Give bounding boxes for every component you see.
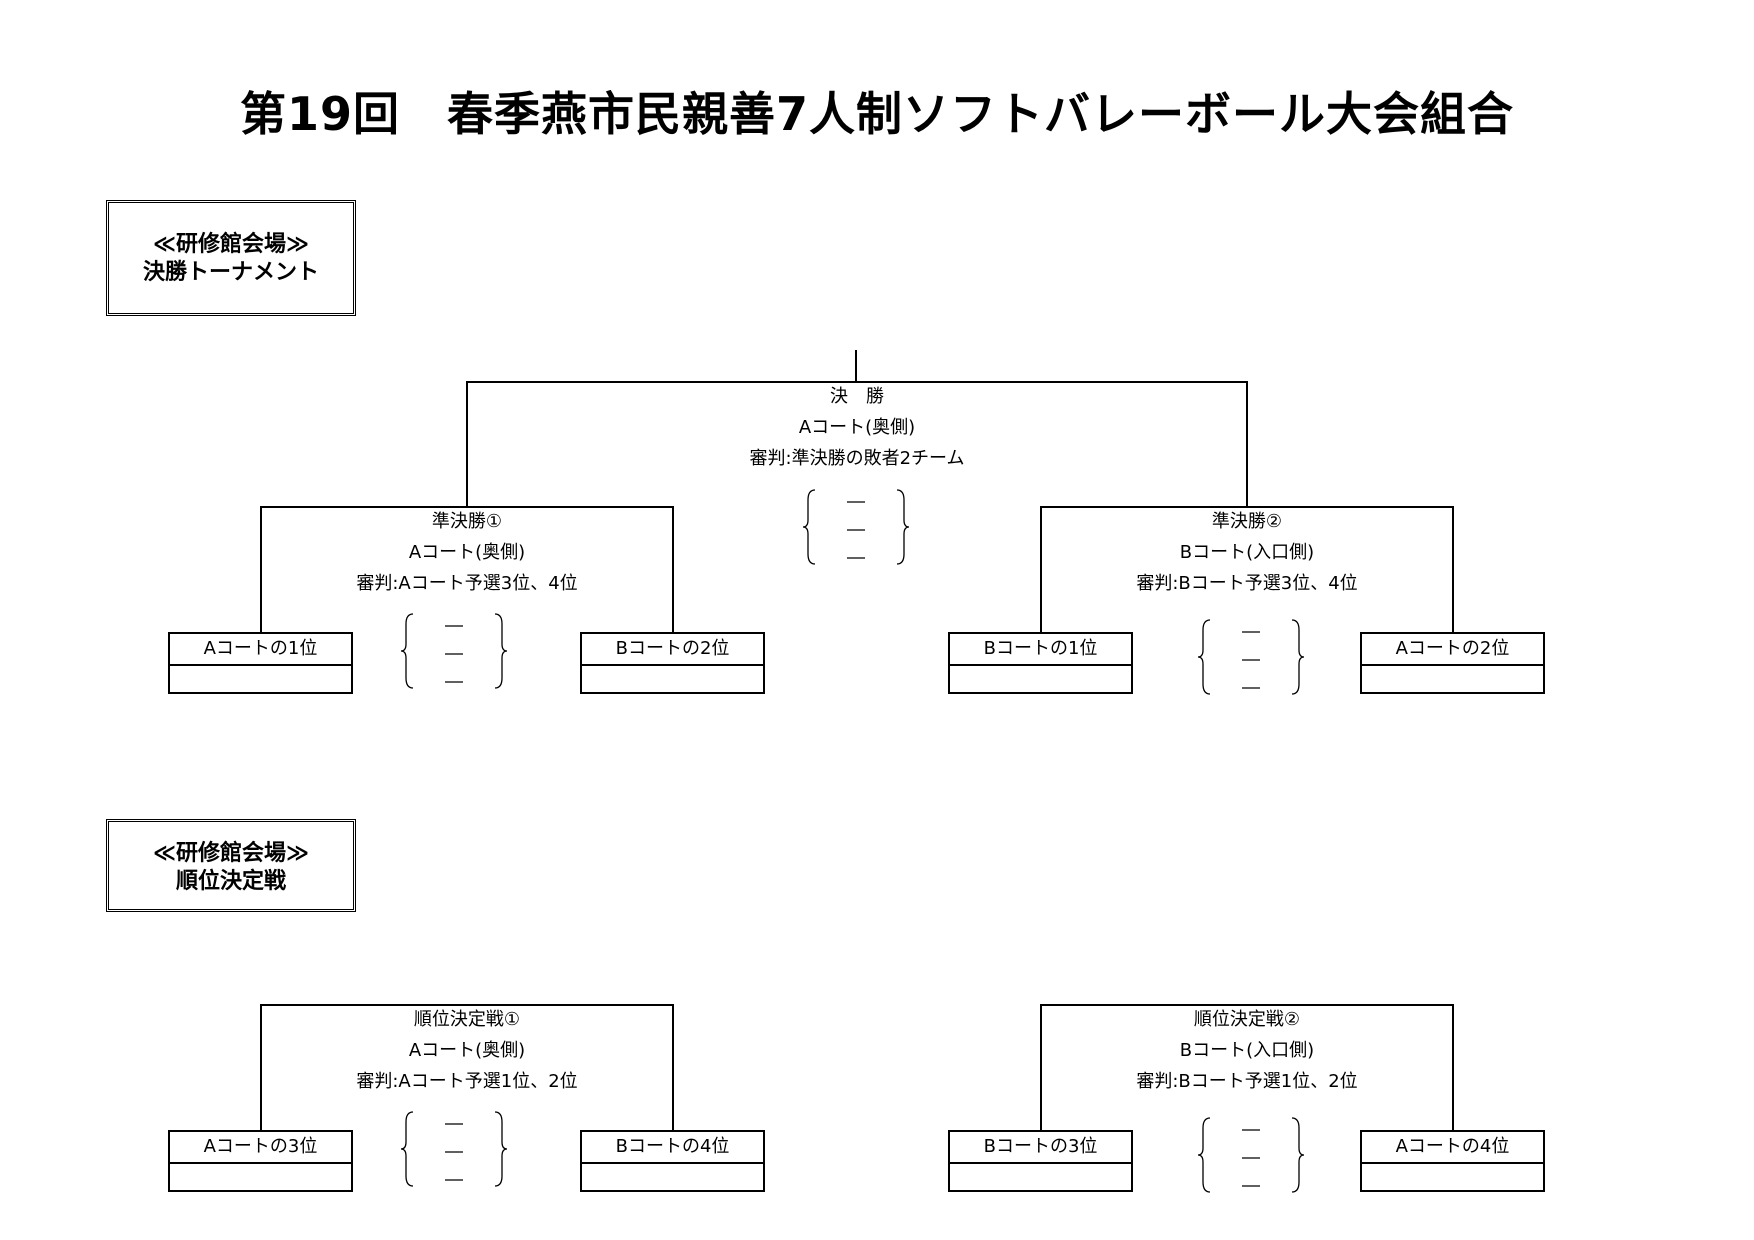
- score-brace-graphic: [1197, 1117, 1305, 1193]
- place1-match-info: 順位決定戦① Aコート(奥側) 審判:Aコート予選1位、2位: [267, 1004, 667, 1097]
- semi2-bracket-top: [1040, 506, 1454, 508]
- team-name-slot: [170, 1164, 351, 1192]
- score-brace-graphic: [1197, 619, 1305, 695]
- section-title-label: 順位決定戦: [175, 869, 286, 894]
- page-title: 第19回 春季燕市民親善7人制ソフトバレーボール大会組合: [239, 87, 1515, 141]
- final-stem-line: [855, 350, 857, 382]
- place2-match-info: 順位決定戦② Bコート(入口側) 審判:Bコート予選1位、2位: [1047, 1004, 1447, 1097]
- right-brace-icon: [494, 1111, 508, 1187]
- right-brace-icon: [896, 489, 910, 565]
- final-bracket-top: [466, 381, 1248, 383]
- team-name-slot: [582, 666, 763, 694]
- right-brace-icon: [1291, 619, 1305, 695]
- semi1-match-info: 準決勝① Aコート(奥側) 審判:Aコート予選3位、4位: [267, 506, 667, 599]
- match-court: Aコート(奥側): [408, 542, 526, 563]
- section-title-label: 決勝トーナメント: [142, 260, 319, 285]
- semi2-bracket-right: [1452, 506, 1454, 633]
- match-name: 順位決定戦②: [1193, 1009, 1301, 1030]
- semi1-score-area: [399, 612, 509, 690]
- match-referee: 審判:Aコート予選1位、2位: [356, 1071, 578, 1092]
- final-bracket-left: [466, 381, 468, 508]
- match-name: 準決勝②: [1211, 511, 1283, 532]
- match-court: Bコート(入口側): [1179, 542, 1315, 563]
- section-header-tournament: ≪研修館会場≫ 決勝トーナメント: [106, 200, 356, 316]
- place2-bracket-right: [1452, 1004, 1454, 1131]
- team-box: Aコートの2位: [1360, 632, 1545, 694]
- match-name: 準決勝①: [431, 511, 503, 532]
- team-name-slot: [170, 666, 351, 694]
- right-brace-icon: [494, 613, 508, 689]
- match-court: Aコート(奥側): [798, 417, 916, 438]
- place1-bracket-top: [260, 1004, 674, 1006]
- match-court: Aコート(奥側): [408, 1040, 526, 1061]
- team-label: Aコートの2位: [1362, 634, 1543, 666]
- score-brace-graphic: [400, 1111, 508, 1187]
- semi1-bracket-right: [672, 506, 674, 633]
- team-box: Aコートの3位: [168, 1130, 353, 1192]
- match-court: Bコート(入口側): [1179, 1040, 1315, 1061]
- semi1-bracket-top: [260, 506, 674, 508]
- score-brace-graphic: [400, 613, 508, 689]
- semi2-bracket-left: [1040, 506, 1042, 633]
- place2-score-area: [1196, 1116, 1306, 1194]
- final-bracket-right: [1246, 381, 1248, 508]
- team-box: Bコートの2位: [580, 632, 765, 694]
- team-label: Aコートの3位: [170, 1132, 351, 1164]
- place1-score-area: [399, 1110, 509, 1188]
- section-header-placement: ≪研修館会場≫ 順位決定戦: [106, 819, 356, 912]
- team-label: Bコートの4位: [582, 1132, 763, 1164]
- team-name-slot: [1362, 666, 1543, 694]
- match-name: 決 勝: [830, 386, 884, 407]
- left-brace-icon: [1197, 619, 1211, 695]
- semi2-match-info: 準決勝② Bコート(入口側) 審判:Bコート予選3位、4位: [1047, 506, 1447, 599]
- match-referee: 審判:Bコート予選3位、4位: [1136, 573, 1358, 594]
- team-box: Bコートの4位: [580, 1130, 765, 1192]
- team-box: Aコートの4位: [1360, 1130, 1545, 1192]
- left-brace-icon: [802, 489, 816, 565]
- team-label: Aコートの4位: [1362, 1132, 1543, 1164]
- section-venue-label: ≪研修館会場≫: [152, 841, 310, 866]
- team-label: Bコートの1位: [950, 634, 1131, 666]
- right-brace-icon: [1291, 1117, 1305, 1193]
- team-label: Bコートの3位: [950, 1132, 1131, 1164]
- match-referee: 審判:準決勝の敗者2チーム: [749, 448, 965, 469]
- place1-bracket-left: [260, 1004, 262, 1131]
- semi1-bracket-left: [260, 506, 262, 633]
- place2-bracket-top: [1040, 1004, 1454, 1006]
- team-name-slot: [950, 666, 1131, 694]
- final-score-area: [801, 488, 911, 566]
- section-venue-label: ≪研修館会場≫: [152, 232, 310, 257]
- left-brace-icon: [1197, 1117, 1211, 1193]
- team-name-slot: [582, 1164, 763, 1192]
- team-box: Bコートの1位: [948, 632, 1133, 694]
- match-referee: 審判:Aコート予選3位、4位: [356, 573, 578, 594]
- team-label: Aコートの1位: [170, 634, 351, 666]
- place2-bracket-left: [1040, 1004, 1042, 1131]
- match-referee: 審判:Bコート予選1位、2位: [1136, 1071, 1358, 1092]
- match-name: 順位決定戦①: [413, 1009, 521, 1030]
- team-box: Aコートの1位: [168, 632, 353, 694]
- team-box: Bコートの3位: [948, 1130, 1133, 1192]
- left-brace-icon: [400, 1111, 414, 1187]
- score-brace-graphic: [802, 489, 910, 565]
- team-name-slot: [950, 1164, 1131, 1192]
- semi2-score-area: [1196, 618, 1306, 696]
- place1-bracket-right: [672, 1004, 674, 1131]
- final-match-info: 決 勝 Aコート(奥側) 審判:準決勝の敗者2チーム: [657, 381, 1057, 474]
- team-name-slot: [1362, 1164, 1543, 1192]
- left-brace-icon: [400, 613, 414, 689]
- team-label: Bコートの2位: [582, 634, 763, 666]
